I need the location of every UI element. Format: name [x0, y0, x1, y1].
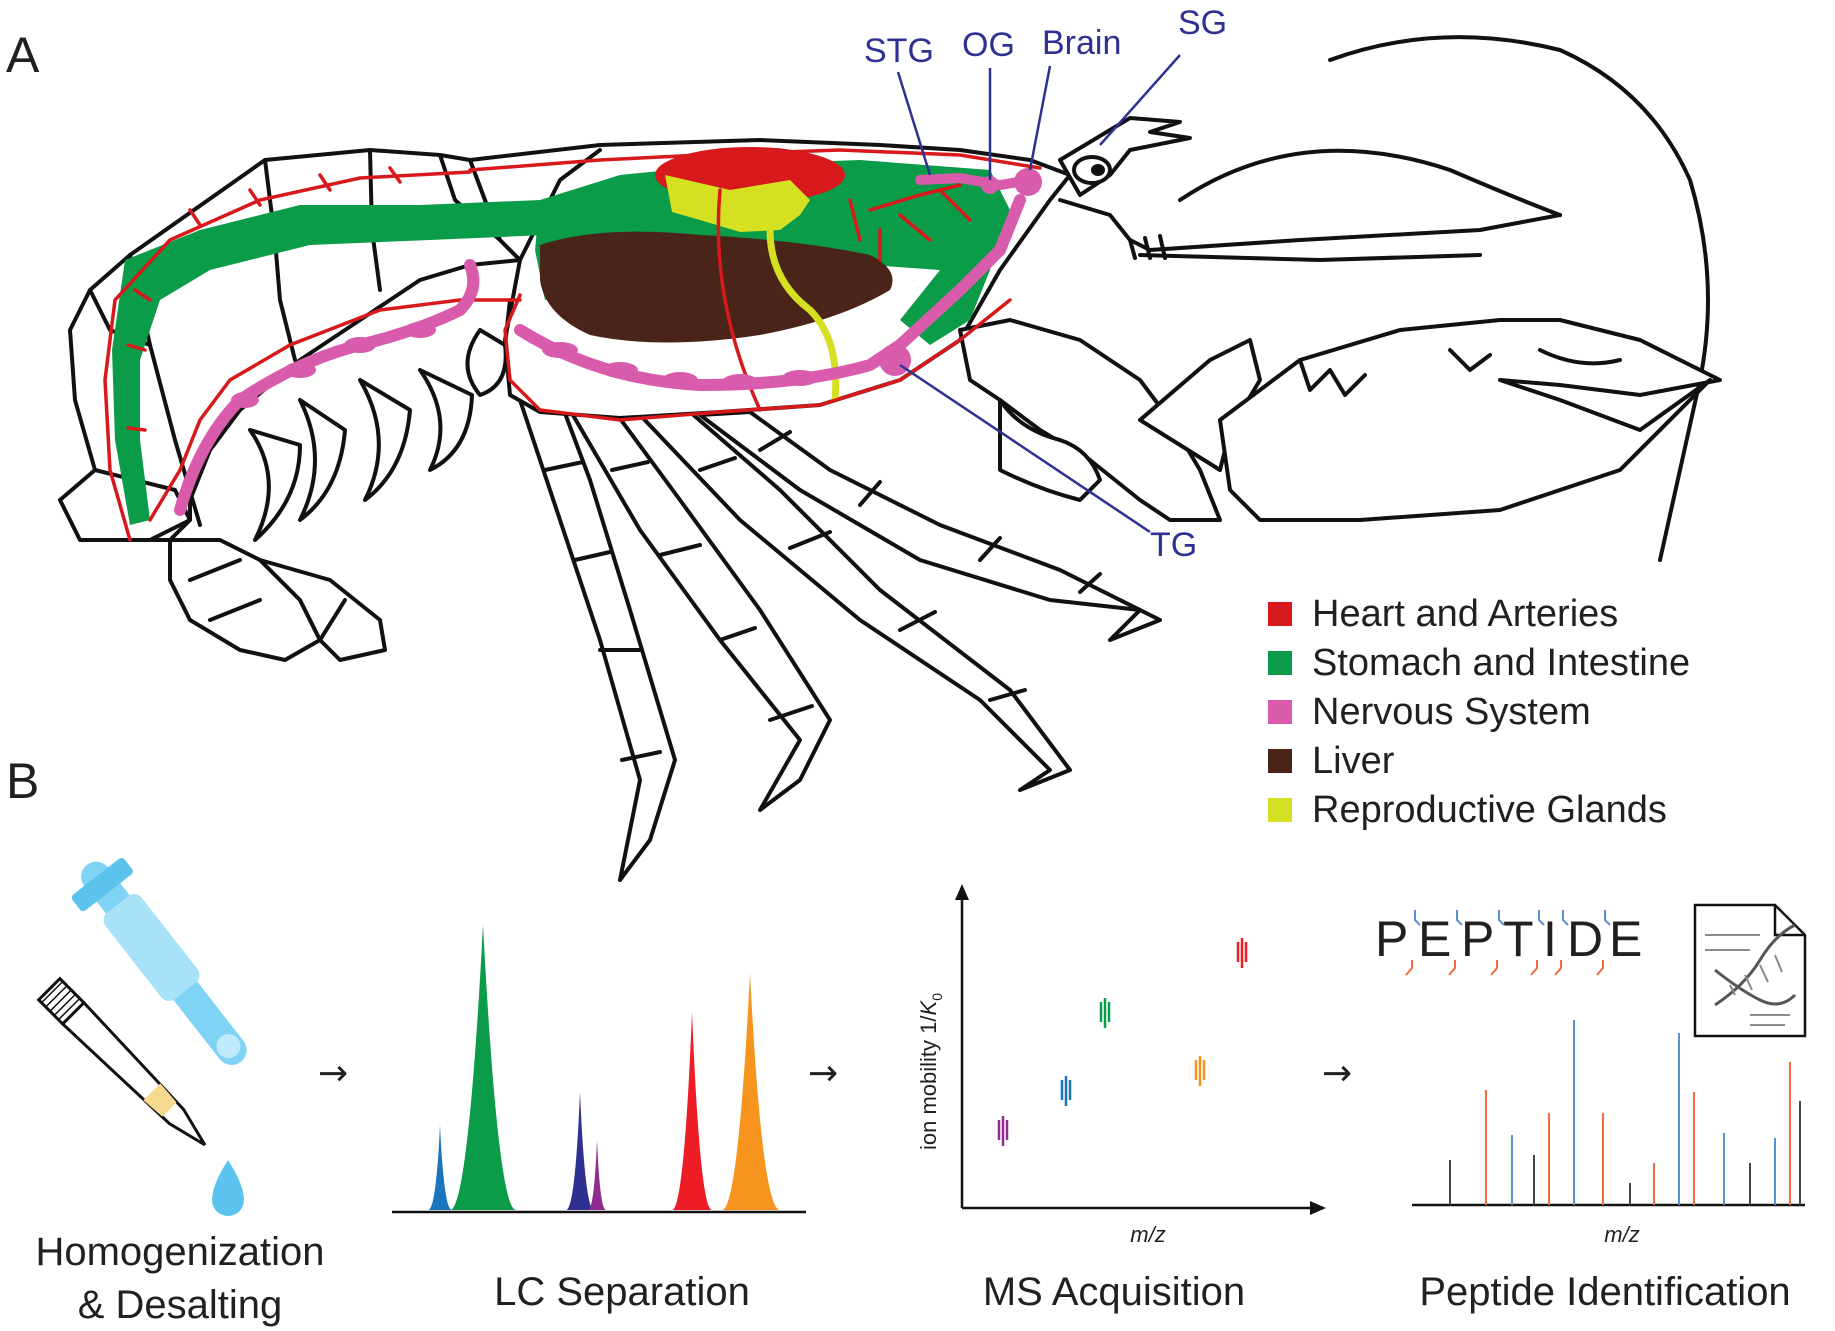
flow-arrow-3: → [1322, 1053, 1352, 1094]
residue-4: T [1503, 911, 1534, 967]
legend-swatch-nervous [1268, 700, 1292, 724]
residue-6: D [1567, 911, 1603, 967]
legend-label-stomach: Stomach and Intestine [1312, 642, 1690, 684]
ventral-nerve-cord-thorax [514, 194, 1026, 392]
legend-label-reproductive: Reproductive Glands [1312, 789, 1667, 831]
lc-peak-blue [428, 1125, 452, 1210]
im-x-arrowhead [1310, 1201, 1326, 1215]
step1-label-line1: Homogenization [35, 1230, 324, 1274]
droplet-icon [212, 1160, 244, 1216]
im-x-axis-label: m/z [1130, 1222, 1165, 1247]
legend-label-heart: Heart and Arteries [1312, 593, 1618, 635]
stomatogastric-nerve [915, 172, 1035, 191]
residue-1: P [1375, 911, 1408, 967]
residue-2: E [1418, 911, 1451, 967]
spectrum-x-axis-label: m/z [1604, 1222, 1639, 1247]
legend-label-liver: Liver [1312, 740, 1395, 782]
label-tg: TG [1150, 526, 1197, 564]
ms2-spectrum: m/z [1412, 1020, 1805, 1247]
gonoduct [766, 229, 840, 401]
og-ganglion [981, 176, 999, 194]
ventral-nerve-cord-abdomen [174, 259, 480, 516]
liver-region [540, 231, 893, 343]
residue-7: E [1609, 911, 1642, 967]
im-y-axis-label: ion mobility 1/K0 [916, 993, 945, 1150]
lc-peak-navy [566, 1092, 594, 1210]
label-sg: SG [1178, 4, 1227, 42]
residue-3: P [1461, 911, 1494, 967]
lc-peak-red [672, 1012, 712, 1210]
eye-pupil [1091, 164, 1105, 176]
head-features [1058, 35, 1710, 562]
ion-spot-orange [1194, 1056, 1206, 1086]
flow-arrow-2: → [808, 1053, 838, 1094]
ion-spot-red [1236, 938, 1248, 968]
peptide-sequence: P E P T I D E [1375, 910, 1642, 976]
label-pointers [896, 54, 1181, 534]
label-og: OG [962, 26, 1015, 64]
nerve-beads [231, 322, 818, 408]
intestine-region [112, 200, 545, 525]
legend-swatch-stomach [1268, 651, 1292, 675]
im-y-arrowhead [955, 884, 969, 900]
legend-swatch-heart [1268, 602, 1292, 626]
pipette-tip-icon [36, 976, 207, 1147]
lc-peak-orange [722, 973, 780, 1210]
lc-peak-purple [588, 1140, 606, 1210]
step1-label-line2: & Desalting [78, 1283, 283, 1327]
legend-swatch-reproductive [1268, 798, 1292, 822]
cheliped [958, 318, 1722, 522]
residue-5: I [1543, 911, 1557, 967]
ion-mobility-plot: ion mobility 1/K0 m/z [916, 884, 1326, 1247]
homogenizer-tube-icon [71, 857, 247, 1066]
ion-spot-purple [997, 1116, 1009, 1146]
organ-legend: Heart and Arteries Stomach and Intestine… [1268, 593, 1690, 831]
gonad [665, 175, 810, 232]
step3-label: MS Acquisition [983, 1270, 1245, 1314]
step2-label: LC Separation [494, 1270, 750, 1314]
panel-a-label: A [6, 27, 40, 83]
brain [1014, 168, 1042, 196]
crayfish-illustration [58, 35, 1722, 882]
step4-label: Peptide Identification [1419, 1270, 1790, 1314]
label-brain: Brain [1042, 24, 1121, 62]
ion-spot-green [1099, 998, 1111, 1028]
walking-legs [248, 368, 1162, 882]
legend-label-nervous: Nervous System [1312, 691, 1591, 733]
spectrum-peaks [1449, 1020, 1801, 1205]
lc-peak-green [450, 925, 516, 1210]
dna-document-icon [1693, 903, 1807, 1038]
tg-ganglion [879, 344, 911, 376]
artery-dorsal [468, 148, 1042, 172]
lc-chromatogram [392, 925, 806, 1214]
antenna-long [1328, 35, 1710, 562]
label-stg: STG [864, 32, 934, 70]
legend-swatch-liver [1268, 749, 1292, 773]
ion-spot-blue [1060, 1076, 1072, 1106]
panel-b-label: B [6, 753, 39, 809]
organs [103, 147, 1042, 542]
flow-arrow-1: → [318, 1053, 348, 1094]
fragment-ticks [1405, 910, 1611, 976]
